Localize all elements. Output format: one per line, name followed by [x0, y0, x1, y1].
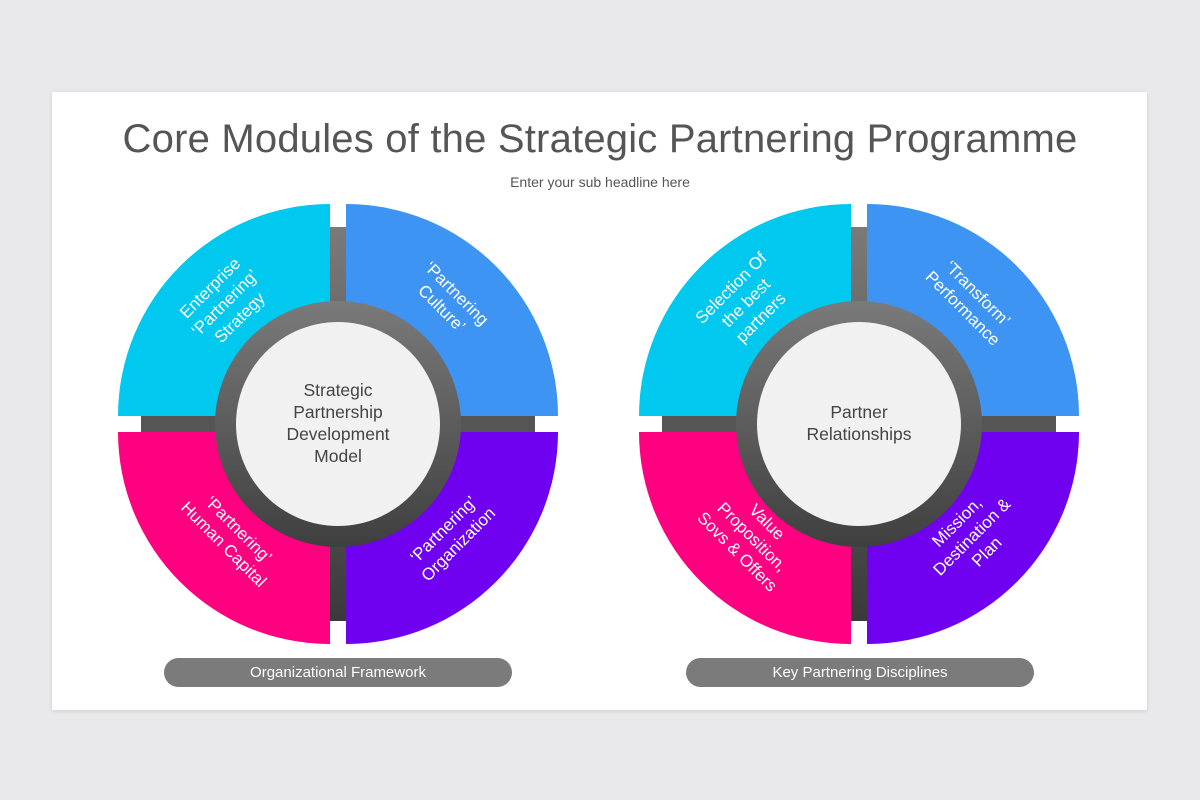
center-label-line: Strategic — [303, 380, 372, 400]
center-label-line: Model — [314, 446, 362, 466]
center-label-line: Relationships — [806, 424, 911, 444]
center-circle[interactable] — [236, 322, 440, 526]
center-label-line: Partnership — [293, 402, 383, 422]
wheel-caption-pill[interactable]: Organizational Framework — [164, 658, 512, 687]
slide-title: Core Modules of the Strategic Partnering… — [122, 117, 1078, 161]
wheel-caption-pill[interactable]: Key Partnering Disciplines — [686, 658, 1034, 687]
center-circle[interactable] — [757, 322, 961, 526]
center-label-line: Development — [286, 424, 389, 444]
slide-subtitle: Enter your sub headline here — [510, 174, 690, 190]
center-label-line: Partner — [830, 402, 888, 422]
